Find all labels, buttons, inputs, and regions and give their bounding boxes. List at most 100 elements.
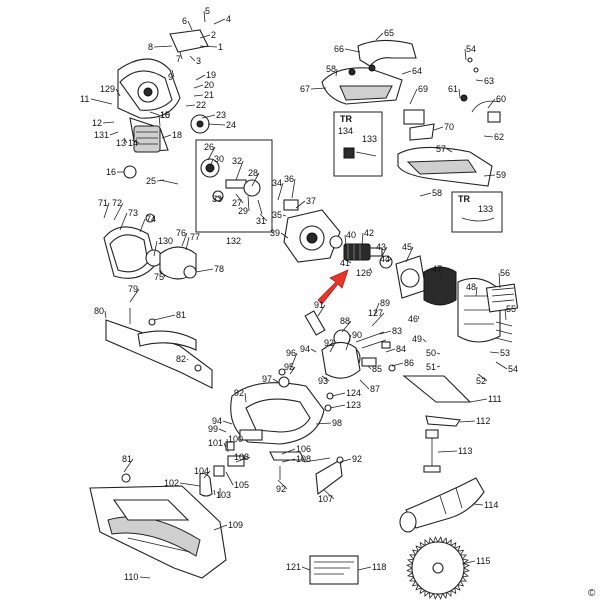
part-number-63: 63 — [484, 76, 494, 86]
tr-left-133: 133 — [362, 134, 377, 144]
part-number-50: 50 — [426, 348, 436, 358]
leader-line — [301, 566, 311, 571]
part-number-46: 46 — [408, 314, 418, 324]
leader-line — [373, 302, 380, 317]
leader-line — [123, 458, 134, 473]
leader-line — [187, 20, 193, 31]
leader-line — [433, 126, 444, 131]
leader-line — [225, 471, 234, 486]
leader-line — [161, 134, 172, 139]
part-number-79: 79 — [128, 284, 138, 294]
part-number-80: 80 — [94, 306, 104, 316]
leader-line — [359, 379, 370, 390]
leader-line — [226, 438, 229, 453]
leader-line — [315, 422, 332, 425]
part-number-92: 92 — [352, 454, 362, 464]
leader-line — [153, 240, 158, 257]
part-number-131: 131 — [94, 130, 109, 140]
turntable — [230, 368, 325, 445]
leader-line — [203, 470, 211, 479]
leader-line — [437, 450, 458, 453]
part-number-48: 48 — [466, 282, 476, 292]
arm-parts — [304, 310, 396, 412]
part-number-21: 21 — [204, 90, 214, 100]
leader-line — [475, 286, 478, 297]
armature — [343, 243, 393, 269]
leader-line — [439, 268, 444, 281]
leader-line — [487, 98, 496, 109]
leader-line — [339, 458, 352, 463]
part-number-112: 112 — [476, 416, 490, 426]
part-number-108: 108 — [296, 454, 311, 464]
leader-line — [109, 131, 119, 136]
part-number-69: 69 — [418, 84, 428, 94]
part-number-28: 28 — [248, 168, 258, 178]
leader-line — [295, 200, 306, 209]
leader-line — [119, 212, 128, 231]
part-number-25: 25 — [146, 176, 156, 186]
leader-line — [193, 94, 204, 97]
leader-line — [156, 179, 165, 182]
leader-line — [280, 232, 289, 239]
part-number-53: 53 — [500, 348, 510, 358]
part-number-32: 32 — [232, 156, 242, 166]
leader-line — [419, 192, 432, 197]
part-number-103: 103 — [216, 490, 231, 500]
part-number-7: 7 — [176, 54, 181, 64]
leader-line — [195, 268, 214, 273]
part-number-11: 11 — [80, 94, 89, 104]
leader-line — [417, 315, 420, 320]
leader-line — [477, 373, 488, 382]
part-number-71: 71 — [98, 198, 108, 208]
leader-line — [504, 308, 507, 321]
part-number-94: 94 — [212, 416, 222, 426]
leader-line — [329, 342, 336, 353]
leader-line — [391, 362, 404, 367]
leader-line — [235, 193, 244, 204]
part-number-51: 51 — [426, 362, 436, 372]
leader-line — [185, 104, 196, 107]
leader-line — [344, 234, 347, 247]
leader-line — [189, 55, 196, 62]
leader-line — [235, 456, 251, 463]
part-number-42: 42 — [364, 228, 374, 238]
part-number-26: 26 — [204, 142, 214, 152]
part-number-13: 13 — [116, 138, 126, 148]
tr-right-label: TR — [458, 194, 470, 204]
leader-line — [277, 182, 284, 201]
part-number-90: 90 — [352, 330, 362, 340]
leader-line — [181, 232, 188, 247]
part-number-39: 39 — [270, 228, 280, 238]
part-number-14: 14 — [128, 138, 138, 148]
part-number-31: 31 — [256, 216, 266, 226]
part-number-102: 102 — [164, 478, 179, 488]
leader-line — [344, 48, 361, 53]
part-number-130: 130 — [158, 236, 173, 246]
leader-line — [223, 442, 227, 449]
leader-line — [244, 392, 247, 403]
part-number-104: 104 — [194, 466, 209, 476]
leader-line — [222, 420, 233, 425]
part-number-115: 115 — [476, 556, 490, 566]
part-number-20: 20 — [204, 80, 214, 90]
leader-line — [195, 74, 206, 81]
leader-line — [209, 158, 214, 169]
leader-line — [218, 428, 227, 433]
leader-line — [401, 70, 412, 75]
part-number-18: 18 — [172, 130, 182, 140]
leader-line — [291, 178, 296, 199]
leader-line — [361, 232, 364, 247]
part-number-85: 85 — [372, 364, 382, 374]
handle — [321, 39, 417, 105]
highlight-arrow — [317, 269, 349, 305]
part-number-106: 106 — [296, 444, 311, 454]
part-number-1: 1 — [218, 42, 223, 52]
saw-blade — [406, 536, 470, 600]
part-number-108: 108 — [234, 452, 249, 462]
part-number-101: 101 — [208, 438, 223, 448]
part-number-12: 12 — [92, 118, 102, 128]
leader-line — [495, 361, 508, 370]
part-number-34: 34 — [272, 178, 282, 188]
leader-line — [335, 68, 338, 77]
leader-line — [369, 267, 373, 274]
